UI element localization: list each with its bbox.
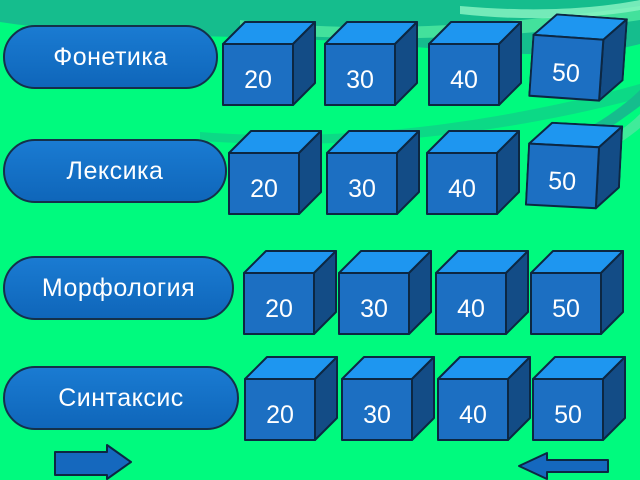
cube-front-face	[426, 152, 498, 215]
cube-value: 40	[459, 401, 487, 429]
cube-icon	[326, 130, 420, 215]
cube-front-face	[341, 378, 413, 441]
syntax-cube-50[interactable]: 50	[532, 356, 626, 442]
lexics-cube-50[interactable]: 50	[524, 121, 624, 212]
lexics-cube-40[interactable]: 40	[426, 130, 520, 216]
cube-icon	[228, 130, 322, 215]
morphology-cube-50[interactable]: 50	[530, 250, 624, 336]
cube-icon	[528, 13, 628, 102]
cube-value: 20	[244, 66, 272, 94]
cube-front-face	[222, 43, 294, 106]
category-label: Морфология	[41, 273, 196, 302]
left-arrow-icon	[518, 452, 609, 480]
category-oval-phonetics: Фонетика	[3, 25, 218, 89]
cube-front-face	[228, 152, 300, 215]
cube-icon	[428, 21, 522, 106]
phonetics-cube-40[interactable]: 40	[428, 21, 522, 107]
cube-value: 50	[552, 295, 580, 323]
cube-value: 40	[448, 175, 476, 203]
cube-front-face	[244, 378, 316, 441]
cube-front-face	[528, 33, 605, 102]
lighter-swirl-streak	[460, 0, 640, 19]
back-nav-button[interactable]	[516, 451, 610, 480]
cube-value: 50	[551, 58, 581, 89]
cube-value: 20	[266, 401, 294, 429]
cube-front-face	[435, 272, 507, 335]
cube-front-face	[324, 43, 396, 106]
right-arrow-icon	[54, 444, 132, 480]
morphology-cube-40[interactable]: 40	[435, 250, 529, 336]
cube-front-face	[530, 272, 602, 335]
syntax-cube-40[interactable]: 40	[437, 356, 531, 442]
cube-value: 40	[457, 295, 485, 323]
cube-value: 50	[554, 401, 582, 429]
cube-icon	[435, 250, 529, 335]
phonetics-cube-20[interactable]: 20	[222, 21, 316, 107]
cube-value: 30	[346, 66, 374, 94]
category-oval-syntax: Синтаксис	[3, 366, 239, 430]
category-oval-lexics: Лексика	[3, 139, 227, 203]
cube-front-face	[532, 378, 604, 441]
category-label: Лексика	[66, 156, 164, 185]
cube-icon	[524, 121, 624, 210]
cube-front-face	[326, 152, 398, 215]
category-label: Синтаксис	[58, 383, 184, 412]
cube-icon	[532, 356, 626, 441]
cube-icon	[222, 21, 316, 106]
lexics-cube-30[interactable]: 30	[326, 130, 420, 216]
cube-value: 40	[450, 66, 478, 94]
cube-front-face	[243, 272, 315, 335]
cube-icon	[437, 356, 531, 441]
morphology-cube-20[interactable]: 20	[243, 250, 337, 336]
phonetics-cube-30[interactable]: 30	[324, 21, 418, 107]
cube-front-face	[338, 272, 410, 335]
cube-value: 20	[250, 175, 278, 203]
morphology-cube-30[interactable]: 30	[338, 250, 432, 336]
cube-value: 30	[363, 401, 391, 429]
lexics-cube-20[interactable]: 20	[228, 130, 322, 216]
cube-value: 30	[348, 175, 376, 203]
cube-icon	[338, 250, 432, 335]
cube-front-face	[524, 142, 601, 210]
cube-front-face	[428, 43, 500, 106]
cube-icon	[426, 130, 520, 215]
cube-value: 30	[360, 295, 388, 323]
category-label: Фонетика	[53, 42, 168, 71]
cube-icon	[341, 356, 435, 441]
cube-value: 20	[265, 295, 293, 323]
syntax-cube-30[interactable]: 30	[341, 356, 435, 442]
forward-nav-button[interactable]	[52, 442, 134, 480]
cube-icon	[530, 250, 624, 335]
phonetics-cube-50[interactable]: 50	[528, 12, 628, 104]
cube-icon	[244, 356, 338, 441]
cube-icon	[243, 250, 337, 335]
cube-front-face	[437, 378, 509, 441]
syntax-cube-20[interactable]: 20	[244, 356, 338, 442]
cube-value: 50	[547, 166, 577, 197]
cube-icon	[324, 21, 418, 106]
category-oval-morphology: Морфология	[3, 256, 234, 320]
